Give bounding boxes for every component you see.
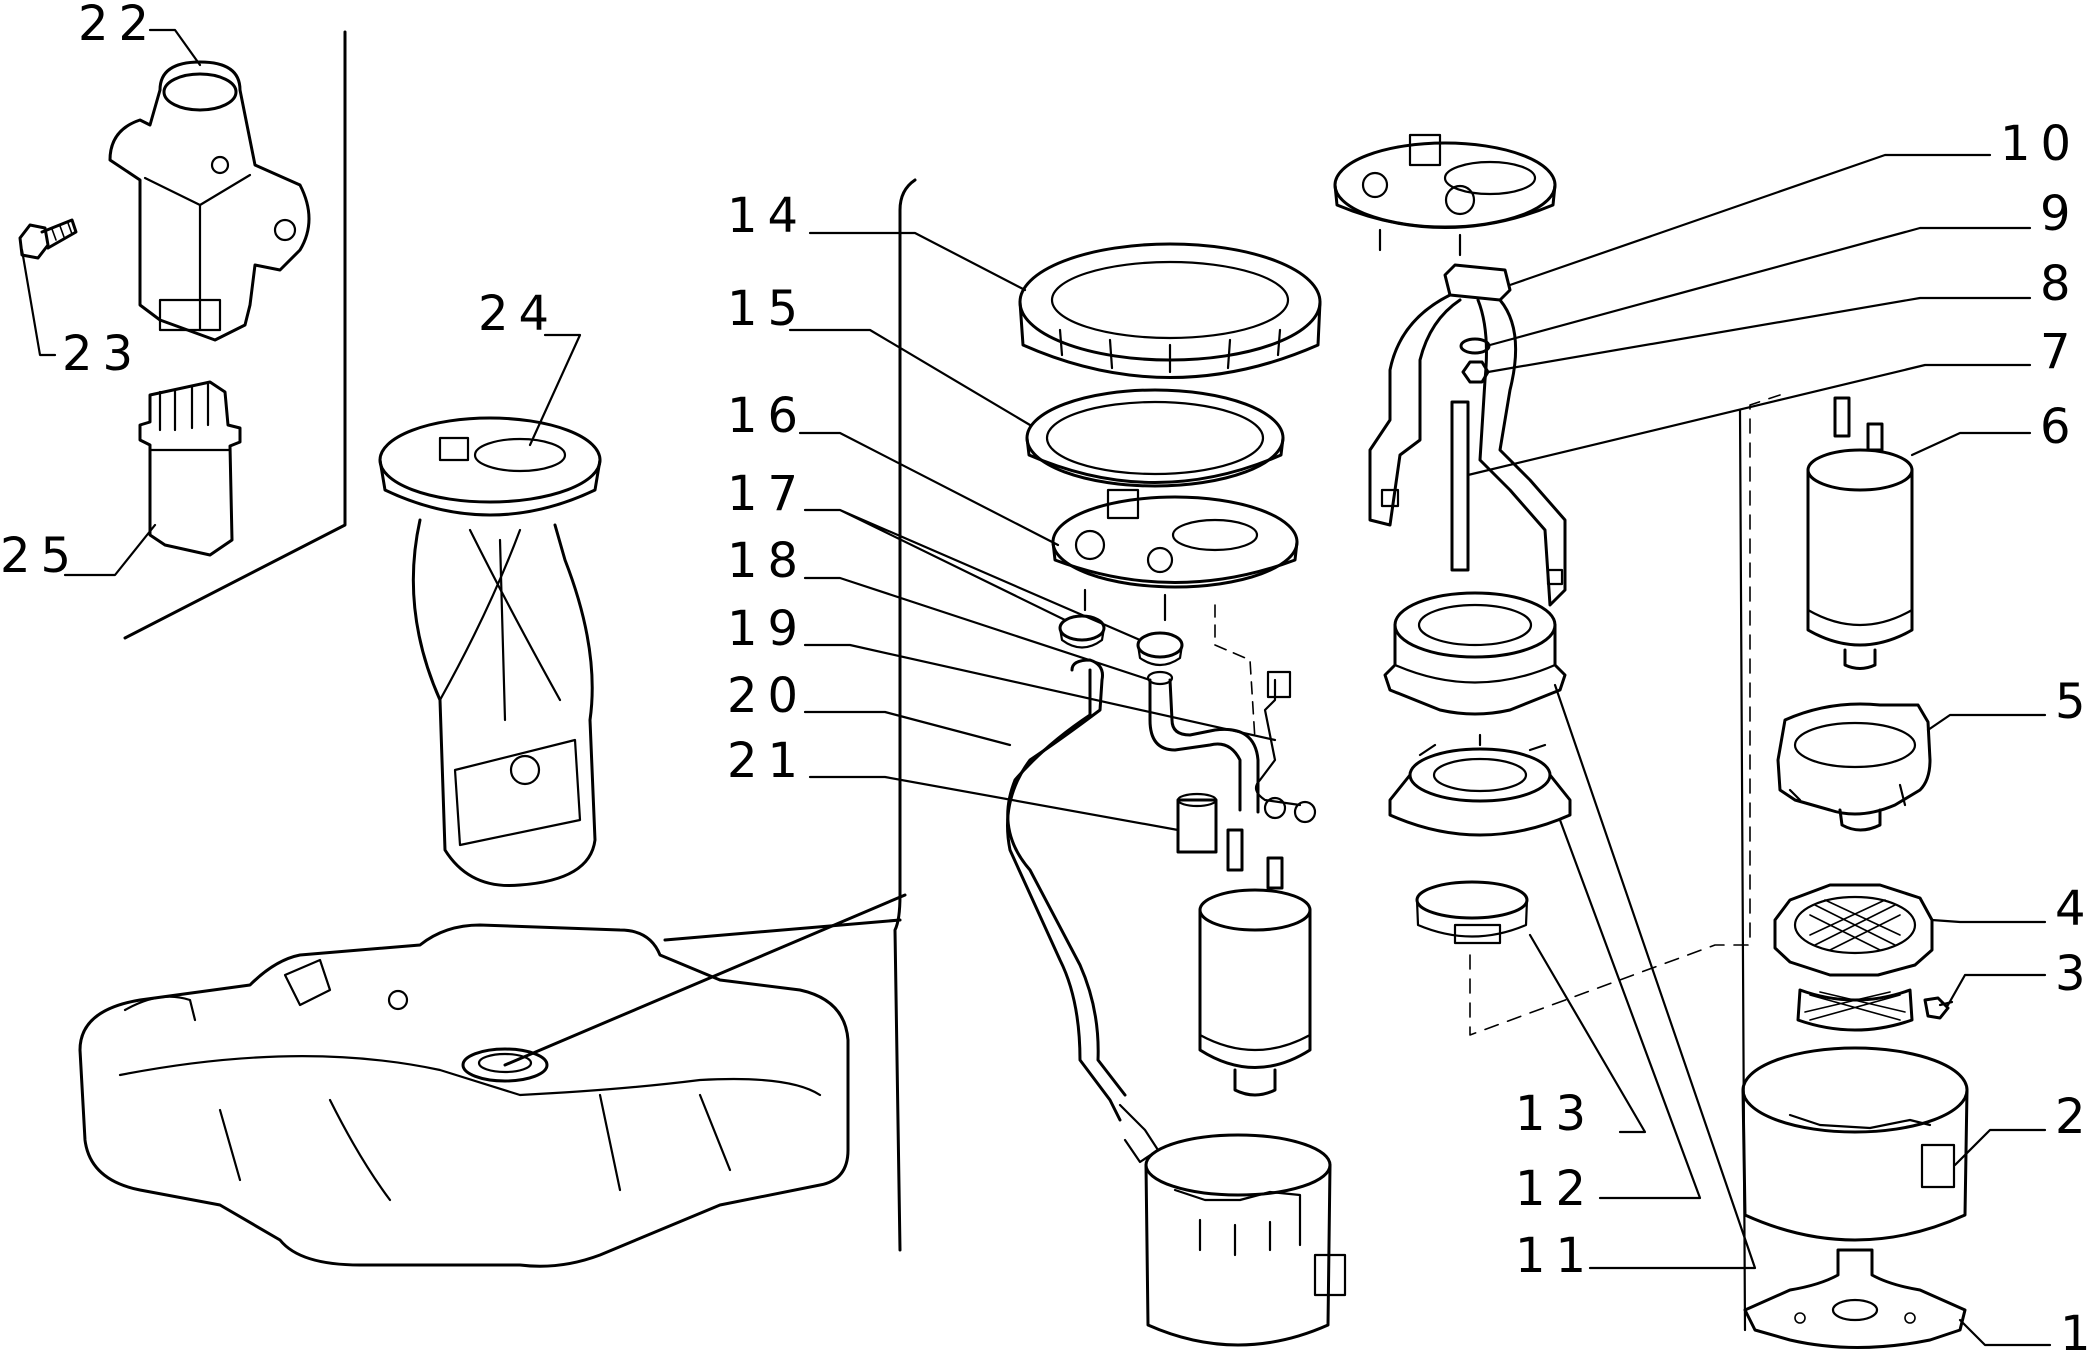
callout-5: 5: [2055, 674, 2088, 730]
dashed-axis: [1214, 604, 1256, 741]
center-pump-cup: [1144, 1133, 1347, 1347]
callout-16: 16: [727, 388, 808, 444]
callout-18: 18: [727, 533, 808, 589]
part-11-housing: [1383, 591, 1567, 716]
callout-4: 4: [2055, 881, 2088, 937]
callout-14: 14: [727, 188, 808, 244]
callout-12: 12: [1515, 1161, 1596, 1217]
callout-6: 6: [2040, 399, 2081, 455]
part-5-cage: [1776, 702, 1932, 832]
top-right-flange: [1333, 133, 1557, 257]
leader-lines: [20, 28, 2052, 1347]
part-12-mount: [1388, 733, 1572, 837]
callout-3: 3: [2055, 946, 2088, 1002]
part-17-clamps: [1058, 614, 1184, 667]
callout-17: 17: [727, 466, 808, 522]
callout-8: 8: [2040, 256, 2081, 312]
part-13-hose-clamp: [1415, 880, 1529, 945]
fuel-tank: [78, 923, 850, 1268]
part-16-flange: [1051, 488, 1299, 622]
callout-2: 2: [2055, 1089, 2088, 1145]
callout-10: 10: [2000, 116, 2081, 172]
part-22-switch: [108, 60, 311, 342]
callout-24: 24: [478, 286, 559, 342]
callout-11: 11: [1515, 1228, 1596, 1284]
part-1-base-plate: [1743, 1248, 1967, 1349]
callout-9: 9: [2040, 186, 2081, 242]
part-23-bolt: [18, 218, 78, 260]
part-6-pump: [1806, 396, 1914, 670]
part-2-cup: [1741, 1046, 1969, 1242]
part-3-screw: [1923, 996, 1954, 1020]
callout-13: 13: [1515, 1086, 1596, 1142]
dashed-bracket: [1469, 394, 1781, 1036]
callout-1: 1: [2060, 1306, 2088, 1362]
callout-22: 22: [78, 0, 159, 52]
callout-20: 20: [727, 668, 808, 724]
center-divider: [663, 178, 917, 1252]
callout-21: 21: [727, 733, 808, 789]
part-14-ring-nut: [1018, 242, 1322, 379]
parts-7-9-hardware: [1450, 337, 1491, 572]
tank-leader-line: [503, 893, 907, 1067]
part-15-seal: [1025, 388, 1285, 488]
part-24-pump-module: [378, 416, 602, 888]
callout-23: 23: [62, 326, 143, 382]
part-4-filter: [1773, 883, 1934, 1032]
callout-7: 7: [2040, 324, 2081, 380]
part-25-connector: [138, 380, 242, 557]
center-fuel-pump: [1198, 828, 1312, 1097]
inset-frame: [123, 30, 347, 640]
part-10-bracket: [1368, 263, 1567, 607]
callout-25: 25: [0, 528, 81, 584]
parts-18-21-hoses: [1006, 658, 1317, 1164]
callout-19: 19: [727, 601, 808, 657]
callout-15: 15: [727, 281, 808, 337]
